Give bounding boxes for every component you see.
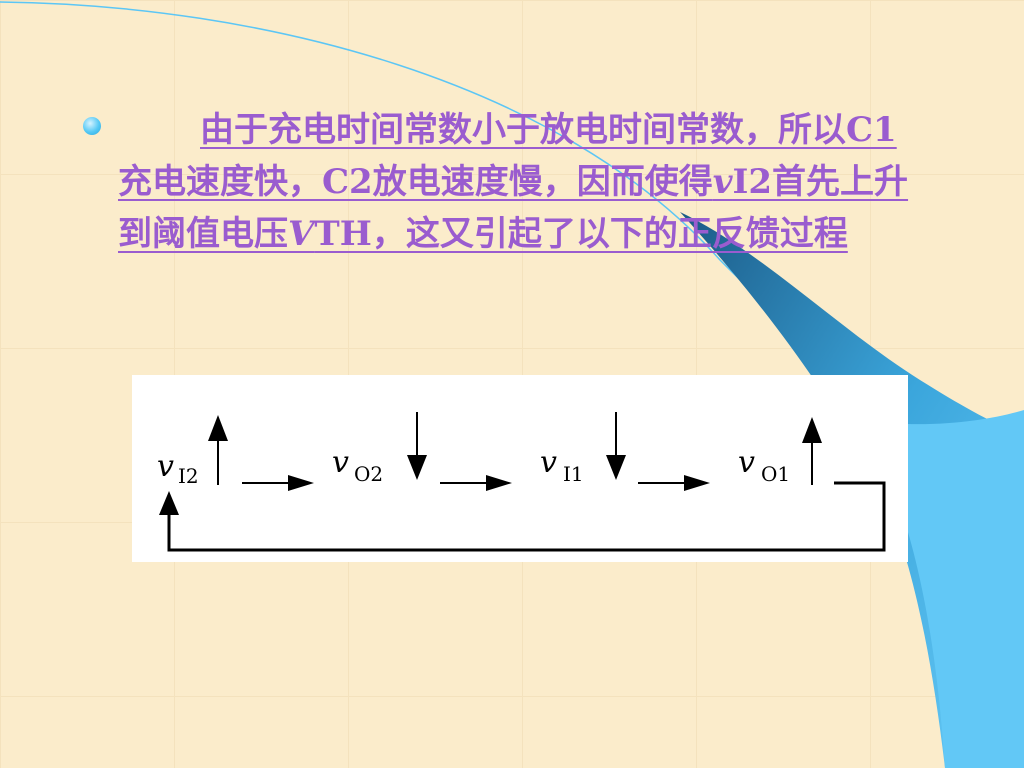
feedback-loop-arrowhead xyxy=(159,491,179,515)
signal-3-main: v xyxy=(540,445,557,480)
paragraph-text-2: I2首先上升到阈值电压 xyxy=(118,162,909,254)
paragraph-vth-italic: V xyxy=(288,214,315,254)
signal-1-main: v xyxy=(157,449,174,484)
paragraph-text-3: TH，这又引起了以下的正反馈过程 xyxy=(314,214,848,254)
bullet-dot xyxy=(83,117,101,135)
signal-4-main: v xyxy=(738,445,755,480)
down-arrow-2-head xyxy=(407,455,427,480)
signal-3-sub: I1 xyxy=(563,462,584,486)
paragraph-text-1: 由于充电时间常数小于放电时间常数，所以C1充电速度快，C2放电速度慢，因而使得 xyxy=(118,110,897,202)
signal-2-sub: O2 xyxy=(354,462,383,486)
paragraph-v-italic: v xyxy=(712,162,733,202)
feedback-diagram-svg: v I2 v O2 v I1 v O1 xyxy=(157,412,886,552)
down-arrow-3-head xyxy=(606,455,626,480)
body-paragraph[interactable]: 由于充电时间常数小于放电时间常数，所以C1充电速度快，C2放电速度慢，因而使得v… xyxy=(118,104,918,260)
feedback-diagram: v I2 v O2 v I1 v O1 xyxy=(132,375,908,562)
up-arrow-4-head xyxy=(802,417,822,443)
flow-arrow-1-head xyxy=(288,475,314,491)
up-arrow-1-head xyxy=(208,415,228,441)
signal-4-sub: O1 xyxy=(761,462,790,486)
flow-arrow-3-head xyxy=(684,475,710,491)
signal-2-main: v xyxy=(332,445,349,480)
feedback-loop-line xyxy=(167,481,886,552)
signal-1-sub: I2 xyxy=(178,464,199,488)
flow-arrow-2-head xyxy=(486,475,512,491)
